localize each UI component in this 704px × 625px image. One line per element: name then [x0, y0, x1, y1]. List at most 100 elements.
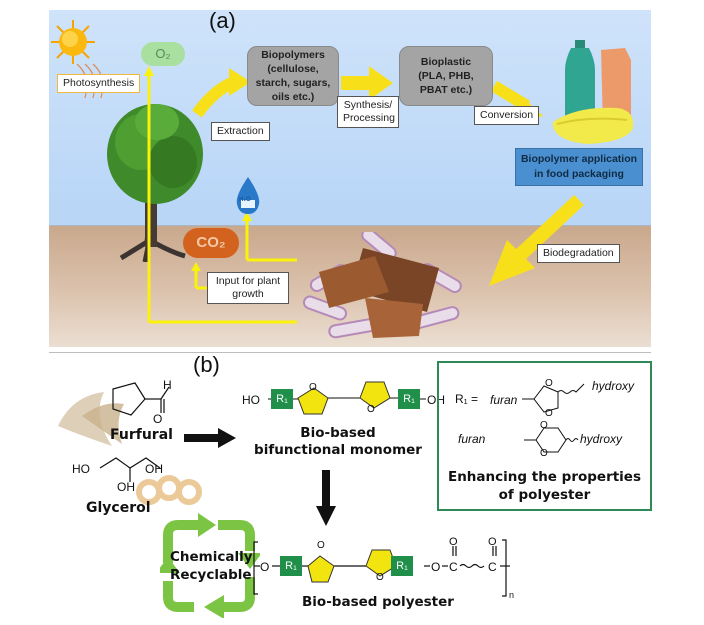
- furan-o2-label: O: [367, 404, 375, 415]
- carbonyl-c-label: C: [449, 560, 458, 574]
- bioplastic-line: (PLA, PHB,: [418, 70, 474, 82]
- monomer-ho-label: HO: [242, 393, 260, 407]
- glycerol-oh-label: OH: [145, 462, 163, 476]
- food-packaging-application-box: Biopolymer application in food packaging: [515, 148, 643, 186]
- recyclable-line: Chemically: [170, 549, 253, 565]
- processing-line: Processing: [343, 112, 395, 124]
- monomer-oh-label: OH: [427, 393, 445, 407]
- ring-o-label: O: [545, 408, 553, 419]
- furfural-label: Furfural: [110, 427, 173, 443]
- glycerol-label: Glycerol: [86, 500, 151, 516]
- biopolymers-box: Biopolymers (cellulose, starch, sugars, …: [247, 46, 339, 106]
- ring-o-label: O: [545, 378, 553, 389]
- polyester-furan-o-label: O: [317, 540, 325, 551]
- recycle-arrows-icon: [160, 513, 260, 618]
- polyester-furan-o2-label: O: [376, 572, 384, 583]
- polyester-o-label: O: [260, 560, 270, 574]
- o2-label: O₂: [155, 46, 171, 61]
- synthesis-processing-label: Synthesis/ Processing: [337, 96, 399, 128]
- input-plant-growth-label: Input for plant growth: [207, 272, 289, 304]
- down-arrow-icon: [316, 470, 336, 526]
- r1-hydroxy2-label: hydroxy: [580, 432, 623, 446]
- biopolymers-line: starch, sugars,: [255, 77, 331, 89]
- bifuran-structure: [268, 381, 426, 415]
- application-line: Biopolymer application: [520, 153, 638, 165]
- ring2-o-label: O: [540, 448, 548, 459]
- bio-based-polyester-label: Bio-based polyester: [302, 594, 454, 610]
- r1-hydroxy-label: hydroxy: [592, 379, 635, 393]
- panel-b-label: (b): [193, 352, 220, 377]
- pouch: [601, 48, 631, 126]
- r1-definition-box: [437, 361, 652, 511]
- r1-equals-label: R₁ =: [455, 392, 479, 406]
- water-drop-icon: [236, 177, 260, 214]
- recyclable-line: Recyclable: [170, 567, 252, 583]
- r1-furan2-label: furan: [458, 432, 486, 446]
- biodegradation-label: Biodegradation: [537, 244, 620, 263]
- flow-arrows: [144, 66, 584, 324]
- conversion-label: Conversion: [474, 106, 540, 125]
- polyester-structure: [253, 539, 510, 597]
- biopolymers-title: Biopolymers: [261, 49, 325, 61]
- food-container: [552, 107, 634, 144]
- input-line: Input for plant: [215, 275, 281, 287]
- panel-divider: [49, 352, 651, 353]
- tray-fragment: [365, 298, 423, 338]
- furan-o-label: O: [309, 382, 317, 393]
- bioplastic-line: PBAT etc.): [419, 84, 473, 96]
- chemically-recyclable-label: Chemically Recyclable: [170, 548, 253, 584]
- monomer-line: Bio-based: [300, 425, 376, 441]
- bioplastic-box: Bioplastic (PLA, PHB, PBAT etc.): [399, 46, 493, 106]
- h2o-arrowhead: [242, 212, 252, 221]
- panel-a-label: (a): [209, 10, 236, 33]
- application-line: in food packaging: [534, 168, 624, 180]
- food-packaging-icon: [552, 40, 634, 144]
- r1-group-box: R₁: [271, 389, 293, 409]
- furfural-h-label: H: [163, 378, 172, 392]
- r1-group-box: R₁: [398, 389, 420, 409]
- furfural-o-label: O: [153, 412, 163, 426]
- extraction-label: Extraction: [211, 122, 270, 141]
- glycerol-ho-label: HO: [72, 462, 90, 476]
- ring2-o-label: O: [540, 420, 548, 431]
- biodegradation-arrow: [514, 194, 584, 262]
- furfural-structure: [112, 382, 170, 416]
- enhancing-line: of polyester: [498, 487, 591, 503]
- o2-arrowhead: [144, 66, 154, 76]
- enhancing-line: Enhancing the properties: [447, 469, 642, 485]
- co2-arrowhead: [191, 262, 201, 271]
- co2-label: CO₂: [196, 234, 226, 251]
- synthesis-line: Synthesis/: [343, 99, 393, 111]
- food-rings-icon: [136, 475, 202, 505]
- monomer-label: Bio-based bifunctional monomer: [248, 425, 428, 459]
- glycerol-oh2-label: OH: [117, 480, 135, 494]
- biopolymers-line: oils etc.): [271, 91, 315, 103]
- ester-o-label: O: [431, 560, 441, 574]
- bioplastic-title: Bioplastic: [420, 56, 472, 68]
- sun-icon: [51, 20, 95, 64]
- r1-group-box: R₁: [391, 556, 413, 576]
- r1-group-box: R₁: [280, 556, 302, 576]
- monomer-line: bifunctional monomer: [254, 442, 422, 458]
- synthesis-arrow: [341, 76, 371, 90]
- extraction-arrow: [192, 76, 237, 118]
- bottle-cap: [575, 40, 585, 48]
- repeat-n-label: n: [509, 590, 515, 600]
- r1-furan-label: furan: [490, 393, 518, 407]
- right-arrow-icon: [184, 428, 236, 448]
- biopolymers-line: (cellulose,: [267, 63, 319, 75]
- degrading-plastic-microbes-icon: [302, 232, 462, 339]
- photosynthesis-label: Photosynthesis: [57, 74, 141, 93]
- h2o-label: H₂O: [239, 197, 251, 203]
- carbonyl-o-label: O: [449, 536, 458, 548]
- growth-line: growth: [232, 288, 264, 300]
- panel-a-lifecycle-diagram: (a) Photosynthesis O₂: [49, 10, 651, 347]
- r1-ring-structures: [522, 383, 585, 453]
- enhancing-properties-label: Enhancing the properties of polyester: [439, 468, 650, 504]
- carbonyl-o2-label: O: [488, 536, 497, 548]
- carbonyl-c2-label: C: [488, 560, 497, 574]
- pouch-fragment: [319, 256, 389, 308]
- corn-husk-icon: [58, 392, 124, 446]
- oxygen-cloud-icon: O₂: [141, 42, 185, 66]
- co2-cloud-icon: CO₂: [183, 228, 239, 258]
